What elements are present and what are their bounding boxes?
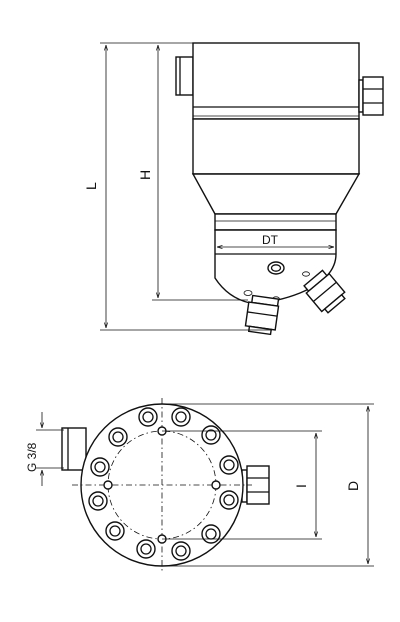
nozzle-icon [171,541,191,561]
nozzle-icon [138,407,158,427]
rim-nozzles [88,407,239,561]
nozzle-icon [219,455,239,475]
nozzle-icon [201,524,221,544]
nozzle-icon [105,521,125,541]
right-nozzle-fitting [303,269,346,314]
g-label: G 3/8 [25,442,39,472]
nozzle-icon [88,491,108,511]
neck-section [214,213,337,231]
left-port-fitting [175,56,194,96]
side-view: DT [83,42,384,336]
dome-hole [243,290,253,296]
d-label: D [345,481,361,491]
right-side-fitting [241,465,270,505]
mounting-hole [103,480,113,490]
mounting-hole [211,480,221,490]
right-hex-fitting [358,76,384,116]
nozzle-icon [219,490,239,510]
center-nozzle-icon [267,261,285,275]
g-port-fitting [61,427,87,471]
dt-label: DT [262,233,279,247]
dome-hole [302,271,310,277]
middle-body [192,118,360,175]
nozzle-icon [171,407,191,427]
nozzle-icon [90,457,110,477]
nozzle-icon [201,425,221,445]
nozzle-icon [136,539,156,559]
nozzle-icon [108,427,128,447]
tapered-section [191,173,361,215]
l-label: L [83,182,99,190]
top-view: G 3/8 I D [25,398,374,572]
h-label: H [137,170,153,180]
i-label: I [293,484,309,488]
